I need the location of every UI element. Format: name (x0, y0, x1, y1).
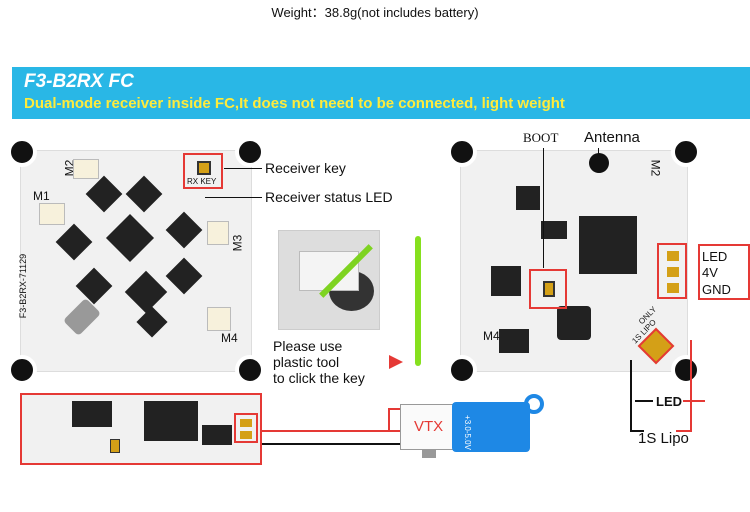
pads-box (657, 243, 687, 299)
tool-hint: Please use plastic tool to click the key (273, 338, 365, 386)
left-chip (125, 175, 163, 213)
left-chip (85, 175, 123, 213)
receiver-key-box: RX KEY (183, 153, 223, 189)
vtx-label: VTX (414, 418, 444, 435)
left-chip (136, 306, 168, 338)
right-board: M2 M4 ONLY 1S LIPO (447, 137, 701, 385)
receiver-key-callout: Receiver key (265, 160, 346, 176)
vtx-board-strip (20, 393, 262, 465)
boot-button[interactable] (543, 281, 555, 297)
right-m2-label: M2 (648, 159, 663, 177)
pads-label-box (698, 244, 750, 300)
left-chip (105, 213, 155, 263)
left-connector-m3 (207, 221, 229, 245)
inductor (557, 306, 591, 340)
strip-chip (202, 425, 232, 445)
right-chip (499, 329, 529, 353)
arrow-right-icon (389, 355, 403, 369)
left-m1-label: M1 (33, 189, 50, 203)
left-board-model: F3-B2RX-71129 (18, 253, 29, 319)
battery-label: 1S Lipo (638, 430, 689, 447)
receiver-led-callout: Receiver status LED (265, 189, 393, 205)
strip-key (110, 439, 120, 453)
left-connector-m1 (39, 203, 65, 225)
antenna-label: Antenna (584, 129, 640, 146)
banner-subtitle: Dual-mode receiver inside FC,It does not… (24, 95, 565, 112)
left-chip (75, 267, 113, 305)
vtx-pads-box (234, 413, 258, 443)
left-chip (124, 270, 168, 314)
banner-title: F3-B2RX FC (24, 71, 134, 92)
title-banner: F3-B2RX FC Dual-mode receiver inside FC,… (12, 67, 750, 119)
plastic-tool-icon (410, 232, 426, 370)
pad-led-label: LED (702, 249, 728, 264)
led-wire-label: LED (656, 394, 682, 409)
strip-chip (144, 401, 198, 441)
left-connector-m2 (73, 159, 99, 179)
right-chip (491, 266, 521, 296)
pad-gnd-label: GND (702, 282, 731, 297)
left-board: M2 M1 M3 M4 F3-B2RX-71129 RX KEY (7, 137, 265, 385)
weight-text: Weight：38.8g(not includes battery) (271, 5, 479, 20)
left-connector-m4 (207, 307, 231, 331)
receiver-key-button[interactable] (197, 161, 211, 175)
left-chip (165, 211, 203, 249)
right-chip (516, 186, 540, 210)
left-chip (55, 223, 93, 261)
vtx-module-text: +3.0-5.0V (462, 415, 472, 450)
mcu-chip (579, 216, 637, 274)
pad-4v-label: 4V (702, 265, 718, 280)
left-crystal (62, 297, 102, 337)
tool-photo (278, 230, 380, 330)
vtx-module: VTX +3.0-5.0V (400, 394, 544, 460)
left-chip (165, 257, 203, 295)
right-chip (541, 221, 567, 239)
boot-box (529, 269, 567, 309)
rx-key-silkscreen: RX KEY (187, 177, 217, 186)
strip-chip (72, 401, 112, 427)
left-m3-label: M3 (230, 234, 245, 252)
boot-label: BOOT (523, 130, 559, 145)
antenna-pad (589, 153, 609, 173)
right-m4-label: M4 (483, 329, 500, 343)
left-m4-label: M4 (221, 331, 238, 345)
